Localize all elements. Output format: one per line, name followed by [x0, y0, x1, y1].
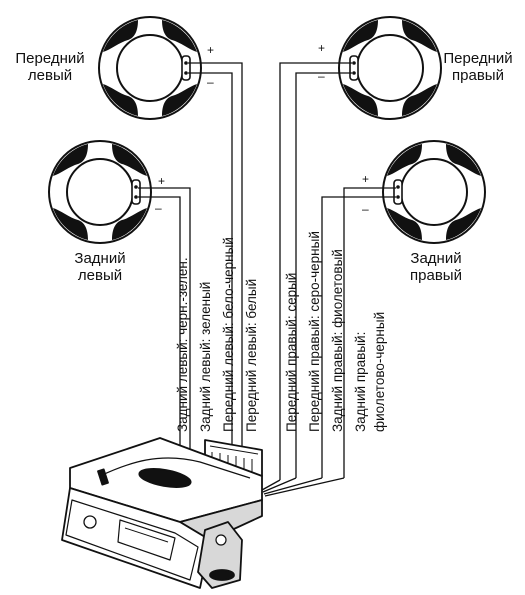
head-unit-icon — [61, 437, 263, 589]
rear-left-label-line2: левый — [77, 267, 123, 284]
wire-label-front-left-pos: Передний левый: белый — [244, 279, 259, 432]
speaker-front-left-icon — [98, 16, 202, 120]
front-right-label-line2: правый — [452, 67, 504, 84]
speaker-rear-left-icon — [48, 140, 152, 244]
wire-label-rear-right-neg-1: Задний правый: — [353, 332, 368, 432]
wire-label-rear-right-neg-2: фиолетово-черный — [372, 312, 387, 432]
front-left-label-line2: левый — [27, 67, 73, 84]
front-right-label-line1: Передний — [443, 50, 513, 67]
front-right-minus-label: – — [318, 69, 325, 83]
rear-right-label-line1: Задний — [410, 250, 462, 267]
rear-right-plus-label: + — [362, 172, 369, 186]
speaker-rear-right-icon — [382, 140, 486, 244]
rear-left-plus-label: + — [158, 174, 165, 188]
rear-right-label: Задний правый — [396, 250, 476, 284]
rear-left-label-line1: Задний — [74, 250, 126, 267]
rear-left-label: Задний левый — [60, 250, 140, 284]
rear-left-minus-label: – — [155, 201, 162, 215]
rear-right-label-line2: правый — [410, 267, 462, 284]
wire-label-front-right-neg: Передний правый: серо-черный — [307, 231, 322, 432]
front-left-plus-label: + — [207, 43, 214, 57]
front-left-minus-label: – — [207, 75, 214, 89]
front-right-plus-label: + — [318, 41, 325, 55]
rear-right-minus-label: – — [362, 202, 369, 216]
front-right-label: Передний правый — [432, 50, 524, 84]
wire-label-front-right-pos: Передний правый: серый — [284, 273, 299, 432]
front-left-label-line1: Передний — [15, 50, 85, 67]
speaker-front-right-icon — [338, 16, 442, 120]
wire-label-front-left-neg: Передний левый: бело-черный — [221, 237, 236, 432]
wire-label-rear-left-neg: Задний левый: черн.-зелен. — [175, 257, 190, 432]
wire-label-rear-right-pos: Задний правый: фиолетовый — [330, 249, 345, 432]
wire-label-rear-left-pos: Задний левый: зеленый — [198, 282, 213, 432]
front-left-label: Передний левый — [4, 50, 96, 84]
